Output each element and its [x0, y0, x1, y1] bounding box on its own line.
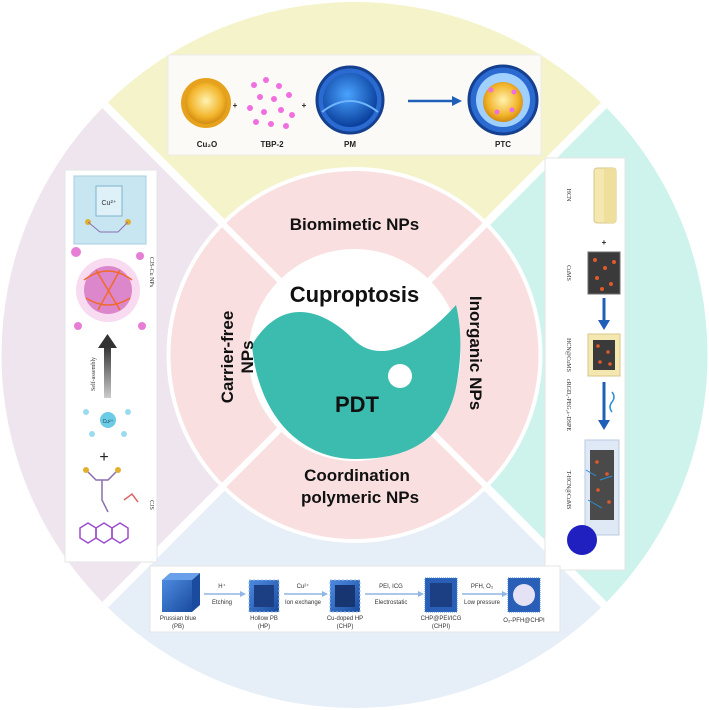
chpi-caption: CHP@PEI/ICG [421, 616, 462, 622]
hp-caption: Hollow PB [250, 616, 278, 622]
chpi-caption-2: (CHPI) [432, 624, 450, 630]
carrier-free-panel: Cu²⁺ CJS-Cu NPs Self-assembly Cu²⁺ + [64, 169, 158, 563]
cjs-cu-structure: Cu²⁺ [73, 175, 147, 245]
t-hcn-cums-label: T-HCN@CuMS [565, 471, 571, 510]
arrow1-bottom: Etching [212, 600, 232, 606]
inorganic-panel: HCN + CuMS HCN@CuMS cRGD₅-PEG₂ₖ-DSPE [544, 157, 626, 571]
hcn-sheet [593, 167, 617, 224]
pb-caption: Prussian blue [160, 616, 197, 622]
hcn-cums-label: HCN@CuMS [565, 338, 571, 372]
coordination-label-line1: Coordination [304, 466, 410, 485]
pm-membrane [315, 65, 385, 135]
plus-sign-1: + [233, 101, 238, 110]
yin-yang-teal-dot [288, 315, 312, 339]
inorganic-nps-label: Inorganic NPs [466, 296, 485, 410]
chp-caption: Cu-doped HP [327, 616, 363, 622]
cu-ions: Cu²⁺ [83, 409, 131, 437]
coordination-panel: H⁺ Etching Cu²⁺ Ion exchange PEI, ICG El… [149, 565, 561, 633]
hp-caption-2: (HP) [258, 624, 270, 630]
o2-pfh-chpi-cube [507, 577, 541, 613]
chp-cube [329, 579, 361, 613]
carrier-free-label: Carrier-free NPs [218, 311, 257, 404]
arrow3-top: PEI, ICG [379, 584, 403, 590]
pm-caption: PM [344, 140, 356, 149]
arrow3-bottom: Electrostatic [375, 600, 408, 606]
cjs-label: CJS [148, 500, 154, 510]
cjs-cu-nps-label: CJS-Cu NPs [148, 257, 154, 288]
biomimetic-panel: + + Cu₂O TBP-2 PM [167, 54, 542, 156]
tbp2-caption: TBP-2 [260, 140, 284, 149]
ptc-caption: PTC [495, 140, 511, 149]
hp-cube [248, 579, 280, 613]
cjs-molecule [79, 467, 139, 544]
cjs-cu-nanoparticle [71, 247, 146, 330]
arrow1-top: H⁺ [218, 583, 226, 590]
cu-ion-top: Cu²⁺ [102, 200, 117, 207]
cums-label: CuMS [565, 265, 571, 281]
cu2o-particle [181, 78, 231, 128]
chpi-cube [424, 577, 458, 613]
carrier-free-label-line1: Carrier-free [218, 311, 237, 404]
plus-sign-2: + [302, 101, 307, 110]
pb-cube [162, 573, 200, 612]
inorganic-plus: + [602, 238, 607, 247]
t-hcn-cums-particle [567, 439, 620, 555]
o2-pfh-caption: O₂-PFH@CHPI [503, 618, 545, 624]
cu2o-caption: Cu₂O [197, 140, 217, 149]
arrow2-bottom: Ion exchange [285, 600, 322, 606]
pb-caption-2: (PB) [172, 624, 184, 630]
self-assembly-label: Self-assembly [90, 357, 97, 391]
cums-block [587, 251, 621, 295]
yin-yang-core: Cuproptosis PDT [248, 249, 461, 461]
pdt-label: PDT [335, 392, 380, 417]
coordination-label-line2: polymeric NPs [301, 488, 419, 507]
hcn-label: HCN [565, 189, 571, 202]
cu-ion-label: Cu²⁺ [103, 419, 114, 425]
biomimetic-nps-label: Biomimetic NPs [290, 215, 419, 234]
hcn-cums-composite [587, 333, 621, 377]
cuproptosis-label: Cuproptosis [290, 282, 420, 307]
yin-yang-white-dot [388, 364, 412, 388]
crgd-peg-dspe-label: cRGD₅-PEG₂ₖ-DSPE [565, 379, 571, 431]
carrier-plus: + [99, 449, 108, 466]
yin-yang-teal [252, 305, 461, 459]
arrow4-top: PFH, O₂ [471, 584, 494, 590]
biomimetic-arrow [408, 96, 462, 106]
arrow2-top: Cu²⁺ [297, 583, 310, 590]
self-assembly-arrow [98, 334, 117, 398]
ptc-particle [467, 64, 539, 136]
carrier-free-label-line2: NPs [238, 340, 257, 373]
chp-caption-2: (CHP) [337, 624, 354, 630]
tbp2-molecules [247, 77, 295, 129]
arrow4-bottom: Low pressure [464, 600, 501, 606]
